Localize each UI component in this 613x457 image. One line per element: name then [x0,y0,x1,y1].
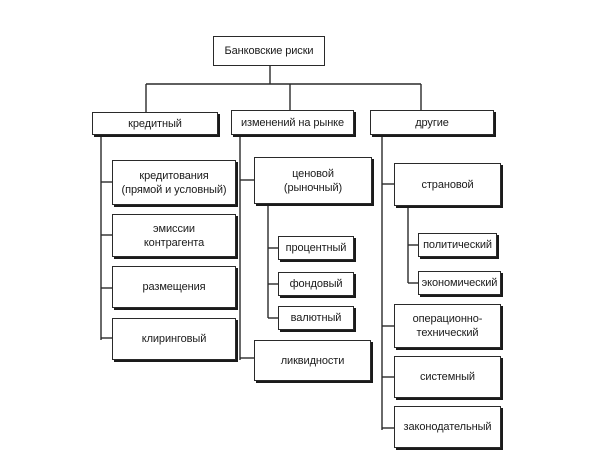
risk-issue-label: эмиссии контрагента [143,222,205,249]
risk-price-label: ценовой (рыночный) [283,167,343,194]
risk-placement: размещения [112,266,236,308]
risk-issue: эмиссии контрагента [112,214,236,257]
risk-price: ценовой (рыночный) [254,157,372,204]
category-credit: кредитный [92,112,218,135]
risk-legislative: законодательный [394,406,501,448]
category-credit-label: кредитный [128,117,182,130]
risk-operational-label: операционно- технический [412,313,483,339]
risk-operational: операционно- технический [394,304,501,348]
category-market-label: изменений на рынке [240,116,345,129]
risk-systemic-label: системный [420,371,475,383]
category-other: другие [370,110,494,135]
root-label: Банковские риски [224,45,314,57]
root-node: Банковские риски [213,36,325,66]
risk-interest: процентный [278,236,354,260]
risk-stock-label: фондовый [289,278,343,290]
risk-country: страновой [394,163,501,206]
risk-economic: экономический [418,271,501,295]
risk-economic-label: экономический [421,277,498,289]
risk-systemic: системный [394,356,501,398]
risk-lending-label: кредитования (прямой и условный) [121,169,227,196]
risk-legislative-label: законодательный [403,421,492,433]
risk-clearing: клиринговый [112,318,236,360]
category-market: изменений на рынке [231,110,354,135]
risk-liquidity-label: ликвидности [280,354,345,367]
risk-placement-label: размещения [142,281,206,293]
risk-political: политический [418,233,497,257]
risk-country-label: страновой [421,178,474,191]
risk-liquidity: ликвидности [254,340,371,381]
risk-currency: валютный [278,306,354,330]
risk-interest-label: процентный [285,242,347,254]
risk-currency-label: валютный [290,312,342,324]
risk-lending: кредитования (прямой и условный) [112,160,236,205]
risk-stock: фондовый [278,272,354,296]
risk-political-label: политический [423,239,492,251]
category-other-label: другие [415,116,449,129]
risk-clearing-label: клиринговый [141,333,207,345]
